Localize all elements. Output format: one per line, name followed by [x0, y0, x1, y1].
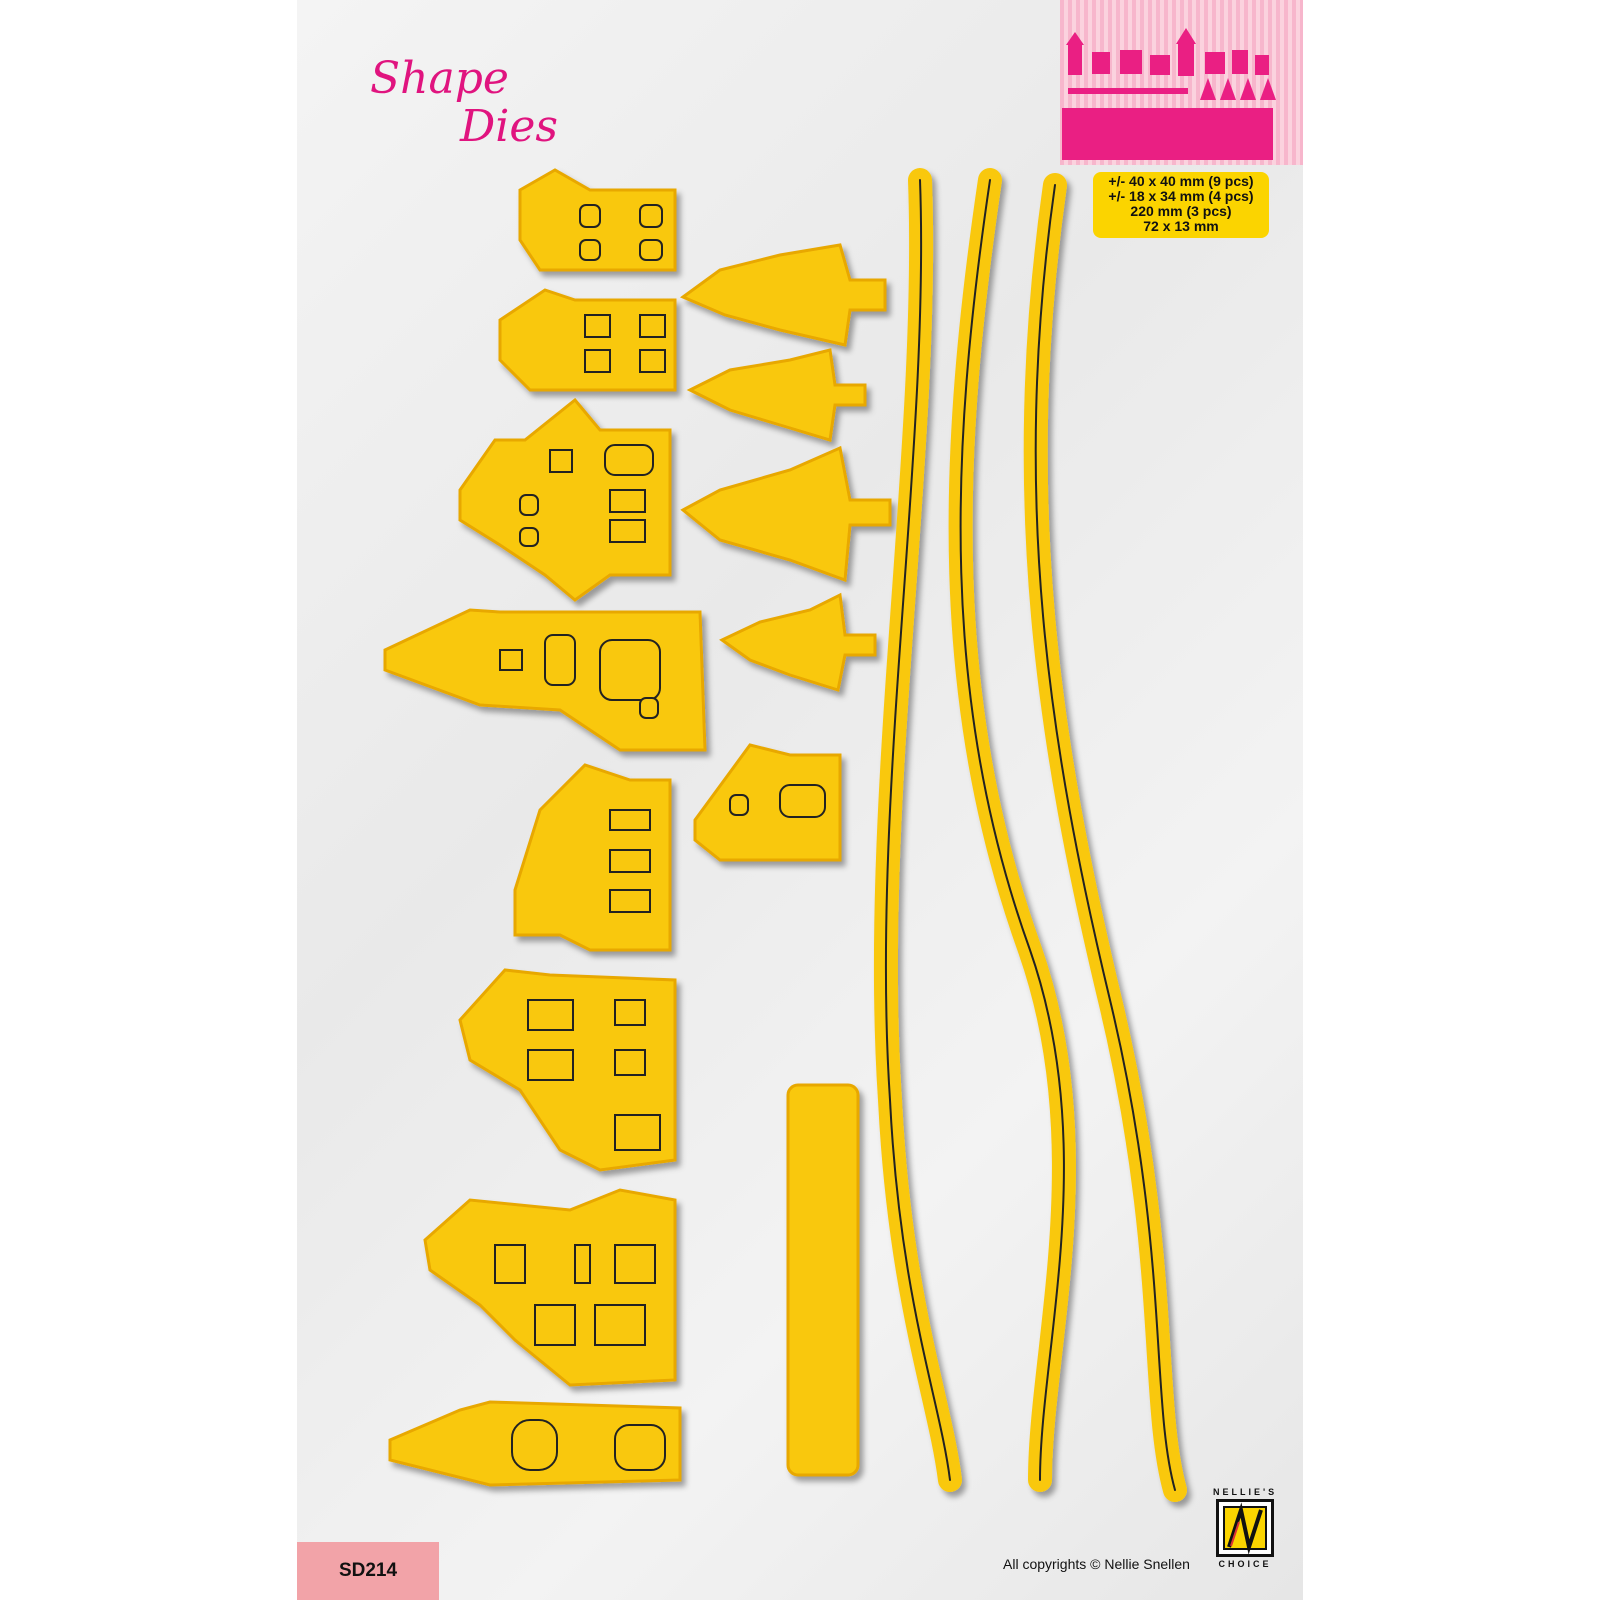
- logo-line-1: Shape: [370, 53, 509, 104]
- logo-line-2: Dies: [460, 101, 558, 152]
- size-line: 72 x 13 mm: [1143, 218, 1219, 234]
- tree-die: [679, 243, 887, 347]
- tree-die: [680, 445, 892, 583]
- size-line: +/- 18 x 34 mm (4 pcs): [1108, 188, 1254, 204]
- product-code-label: SD214: [297, 1542, 439, 1600]
- n-logo-icon: [1216, 1499, 1274, 1557]
- house-die: [693, 743, 842, 862]
- size-info-badge: +/- 40 x 40 mm (9 pcs) +/- 18 x 34 mm (4…: [1093, 172, 1269, 238]
- fence-die: [786, 1083, 860, 1477]
- tree-die: [686, 348, 867, 442]
- size-line: 220 mm (3 pcs): [1130, 203, 1232, 219]
- logo-bottom-text: CHOICE: [1218, 1559, 1272, 1569]
- house-die: [423, 1188, 677, 1387]
- copyright-text: All copyrights © Nellie Snellen: [1003, 1556, 1190, 1572]
- village-silhouette-icon: [1066, 28, 1276, 100]
- nellies-choice-logo: NELLIE'S CHOICE: [1213, 1487, 1277, 1569]
- shape-dies-logo: Shape Dies: [370, 55, 558, 151]
- tree-die: [719, 592, 877, 692]
- preview-pink-band: [1062, 108, 1273, 160]
- product-preview-thumbnail: [1060, 0, 1303, 165]
- logo-top-text: NELLIE'S: [1213, 1487, 1278, 1497]
- house-die: [498, 288, 677, 392]
- size-line: +/- 40 x 40 mm (9 pcs): [1108, 173, 1254, 189]
